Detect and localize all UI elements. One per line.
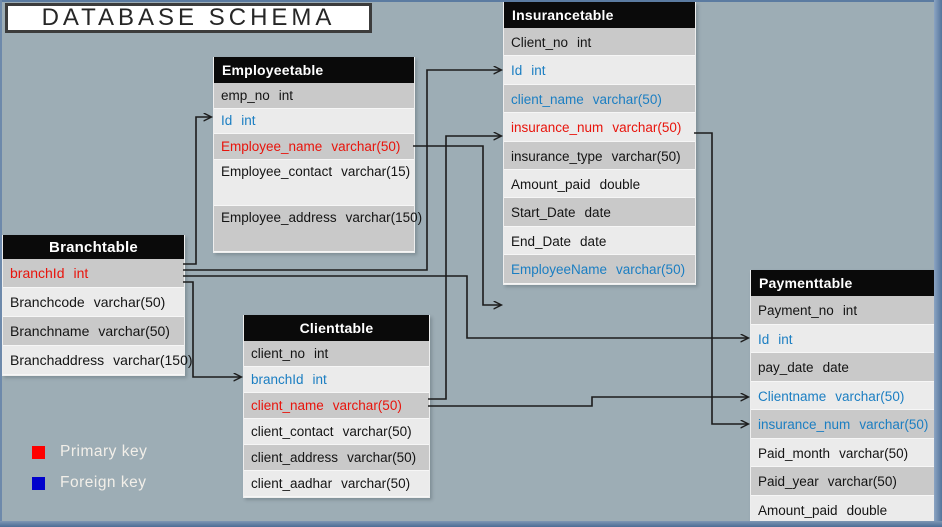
legend-label: Primary key (60, 443, 148, 460)
legend-item-foreign-key: Foreign key (32, 474, 147, 492)
connector-branchtable-branchid-to-employeetable-id (183, 117, 211, 265)
slide-border-top (0, 0, 942, 2)
table-header-branchtable: Branchtable (3, 235, 184, 259)
table-header-clienttable: Clienttable (244, 315, 429, 341)
legend-item-primary-key: Primary key (32, 443, 147, 461)
table-header-paymenttable: Paymenttable (751, 270, 936, 296)
legend-swatch (32, 476, 45, 490)
legend-swatch (32, 445, 45, 459)
page-title-text: DATABASE SCHEMA (41, 4, 336, 31)
connector-clienttable-client_name-to-insurancetable-insurance_num (428, 136, 501, 400)
connector-clienttable-client_name-to-paymenttable-clientname (428, 397, 748, 407)
connector-insurancetable-insurance_num-to-paymenttable-insurance_num (694, 132, 748, 424)
connector-employeetable-employee_name-to-insurancetable-employeename (413, 145, 501, 305)
legend-label: Foreign key (60, 474, 147, 491)
page-title: DATABASE SCHEMA (5, 3, 372, 33)
table-header-employeetable: Employeetable (214, 57, 414, 83)
table-header-insurancetable: Insurancetable (504, 2, 695, 28)
